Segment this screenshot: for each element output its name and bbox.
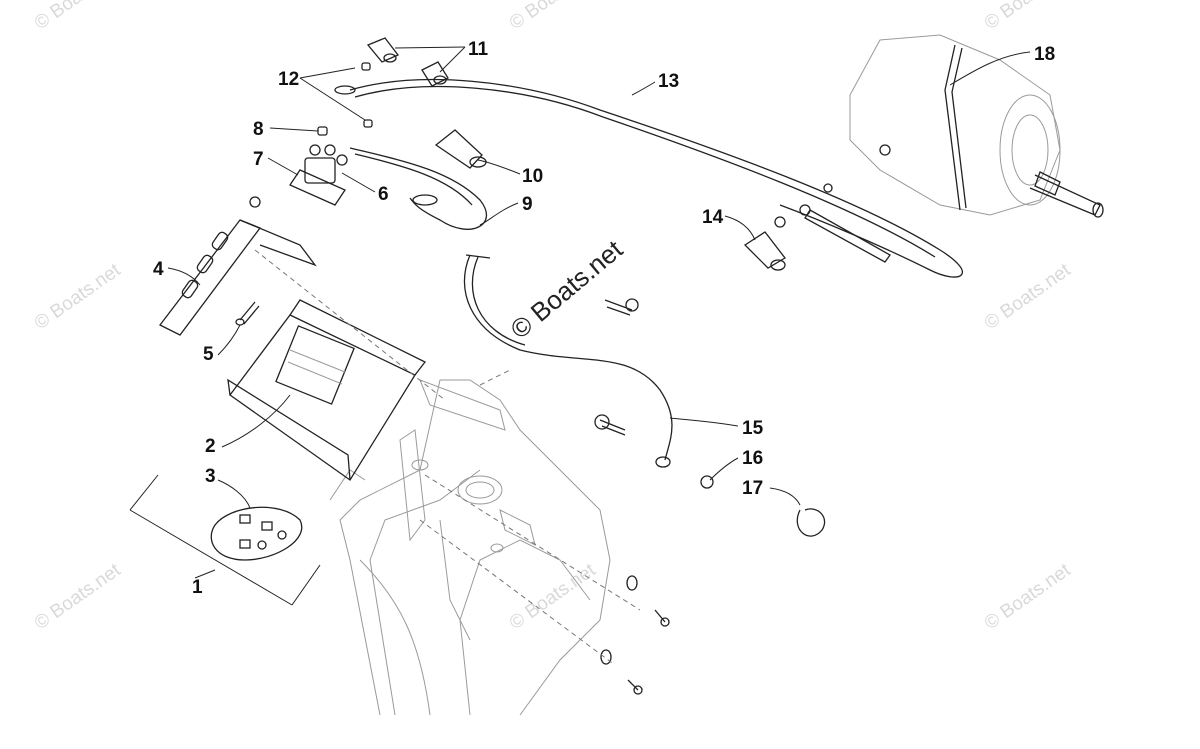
callout-12: 12	[278, 69, 299, 90]
callout-18: 18	[1034, 44, 1055, 65]
hardware-kit	[210, 506, 303, 561]
lock-washer-16	[700, 475, 714, 489]
hold-down-bracket	[159, 196, 317, 336]
watermark-tile: © Boats.net	[981, 259, 1075, 334]
watermark-tile: © Boats.net	[31, 259, 125, 334]
assembly-lines	[254, 249, 641, 666]
bolts-15	[594, 298, 639, 436]
starter-solenoid	[289, 144, 348, 206]
main-watermark: © Boats.net	[505, 234, 629, 345]
callout-6: 6	[378, 184, 389, 205]
callout-labels: 1 2 3 4 5 6 7 8 9 10 11 12 13 14 15 16 1…	[153, 39, 1055, 598]
callout-10: 10	[522, 166, 543, 187]
watermark-tile: © Boats.net	[31, 559, 125, 634]
callout-5: 5	[203, 344, 214, 365]
cable-13	[334, 78, 963, 278]
cable-15	[463, 254, 673, 468]
leader-lines	[167, 46, 1031, 579]
watermark-tile: © Boats.net	[506, 559, 600, 634]
callout-1: 1	[192, 577, 203, 598]
battery	[227, 299, 426, 481]
kit-bracket	[129, 474, 321, 606]
chassis-frame	[329, 379, 611, 716]
cable-9	[349, 147, 487, 230]
callout-13: 13	[658, 71, 679, 92]
bolt-5	[235, 301, 260, 326]
watermark-tile: © Boats.net	[31, 0, 125, 34]
callout-3: 3	[205, 466, 216, 487]
starter-motor	[849, 34, 1104, 218]
callout-4: 4	[153, 259, 164, 280]
callout-8: 8	[253, 119, 264, 140]
boot-10	[434, 129, 487, 169]
watermark-tile: © Boats.net	[981, 0, 1075, 34]
callout-15: 15	[742, 418, 764, 439]
terminal-boots	[361, 37, 449, 128]
battery-label	[275, 325, 355, 405]
watermark-tile: © Boats.net	[506, 0, 600, 34]
callout-16: 16	[742, 448, 763, 469]
callout-17: 17	[742, 478, 763, 499]
callout-7: 7	[253, 149, 264, 170]
boot-14	[743, 183, 891, 271]
callout-2: 2	[205, 436, 216, 457]
nut-8	[317, 126, 328, 136]
callout-14: 14	[702, 207, 724, 228]
callout-11: 11	[468, 39, 489, 60]
watermark-tile: © Boats.net	[981, 559, 1075, 634]
bottom-fasteners	[600, 575, 670, 695]
clamp-17	[796, 508, 826, 537]
callout-9: 9	[522, 194, 533, 215]
